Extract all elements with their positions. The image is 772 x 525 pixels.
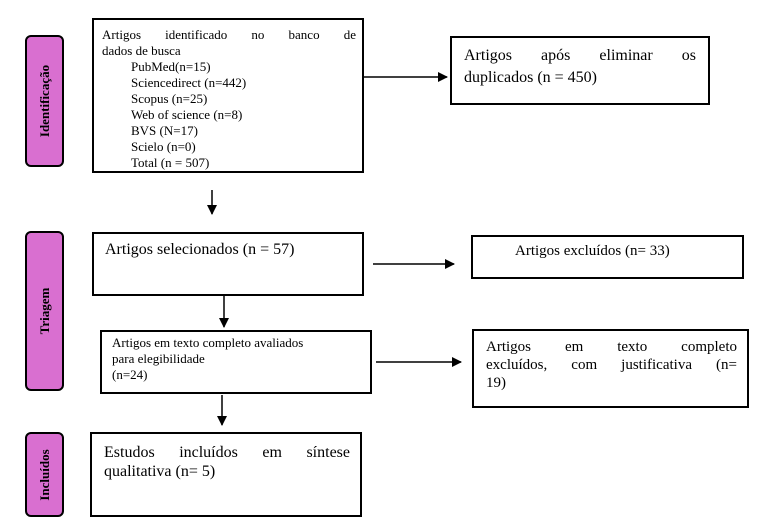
fulltext-assessed-box: Artigos em texto completo avaliados para… <box>100 330 372 394</box>
included-line-1: Estudos incluídos em síntese <box>104 444 350 461</box>
source-bvs: BVS (N=17) <box>131 123 198 138</box>
selected-articles-label: Artigos selecionados (n = 57) <box>105 241 295 258</box>
fulltext-line-1: Artigos em texto completo avaliados <box>112 335 304 350</box>
source-scopus: Scopus (n=25) <box>131 91 208 106</box>
identified-line-2: dados de busca <box>102 43 181 58</box>
source-sciencedirect: Sciencedirect (n=442) <box>131 75 247 90</box>
phase-incluidos: Incluídos <box>25 432 64 517</box>
fulltext-excluded-line-3: 19) <box>486 375 506 391</box>
excluded-articles-box: Artigos excluídos (n= 33) <box>471 235 744 279</box>
phase-identificacao: Identificação <box>25 35 64 167</box>
source-pubmed: PubMed(n=15) <box>131 59 211 74</box>
source-total: Total (n = 507) <box>131 155 210 170</box>
identified-articles-box: Artigos identificado no banco de dados d… <box>92 18 364 173</box>
identified-line-1: Artigos identificado no banco de <box>102 27 356 42</box>
after-duplicates-box: Artigos após eliminar os duplicados (n =… <box>450 36 710 105</box>
fulltext-line-2: para elegibilidade <box>112 351 205 366</box>
included-line-2: qualitativa (n= 5) <box>104 463 216 480</box>
fulltext-excluded-box: Artigos em texto completo excluídos, com… <box>472 329 749 408</box>
after-duplicates-line-1: Artigos após eliminar os <box>464 47 696 64</box>
fulltext-excluded-line-1: Artigos em texto completo <box>486 339 737 355</box>
fulltext-line-3: (n=24) <box>112 367 148 382</box>
phase-triagem: Triagem <box>25 231 64 391</box>
selected-articles-box: Artigos selecionados (n = 57) <box>92 232 364 296</box>
fulltext-excluded-line-2: excluídos, com justificativa (n= <box>486 357 737 373</box>
source-scielo: Scielo (n=0) <box>131 139 196 154</box>
source-web-of-science: Web of science (n=8) <box>131 107 243 122</box>
included-studies-box: Estudos incluídos em síntese qualitativa… <box>90 432 362 517</box>
excluded-articles-label: Artigos excluídos (n= 33) <box>515 243 670 259</box>
after-duplicates-line-2: duplicados (n = 450) <box>464 69 597 86</box>
